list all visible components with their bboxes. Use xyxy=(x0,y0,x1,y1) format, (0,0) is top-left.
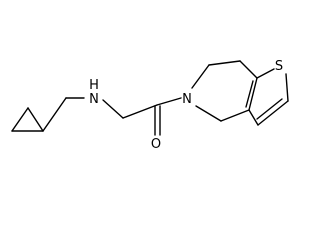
amine-methylene-bond xyxy=(102,99,124,119)
amine-hydrogen-label: H xyxy=(89,78,99,93)
ring-fusion-bond-inner xyxy=(245,80,254,108)
atom-labels: S N H N O xyxy=(89,59,283,152)
ring-bond-n-c6 xyxy=(191,64,210,89)
sulfur-label: S xyxy=(275,59,283,74)
ring-fusion-bond xyxy=(248,77,258,111)
cyclopropyl-methylene-bond xyxy=(42,97,67,132)
amine-nitrogen-label: N xyxy=(89,92,99,107)
structure-diagram: S N H N O xyxy=(11,59,289,152)
ring-nitrogen-label: N xyxy=(182,92,192,107)
carbonyl-oxygen-label: O xyxy=(151,137,161,152)
carbonyl-nitrogen-bond xyxy=(156,97,182,106)
thiophene-bond-s-c2 xyxy=(285,73,289,102)
thiophene-bond-c7a-s xyxy=(256,68,275,79)
thiophene-double-bond-inner xyxy=(256,98,283,120)
molecule-canvas: S N H N O xyxy=(11,59,289,152)
ring-bond-c6-c7 xyxy=(208,60,241,66)
thiophene-bond-c3-c3a xyxy=(248,109,259,126)
ring-bond-c4-n xyxy=(195,105,222,122)
methylene-carbonyl-bond xyxy=(122,104,158,119)
ring-bond-c3a-c4 xyxy=(220,109,250,122)
cyclopropane-bond-1 xyxy=(11,107,29,132)
cyclopropane-bond-3 xyxy=(27,107,44,132)
ring-bond-c7-c7a xyxy=(239,60,258,79)
thiophene-bond-c2-c3 xyxy=(257,100,289,126)
bonds xyxy=(11,60,289,136)
